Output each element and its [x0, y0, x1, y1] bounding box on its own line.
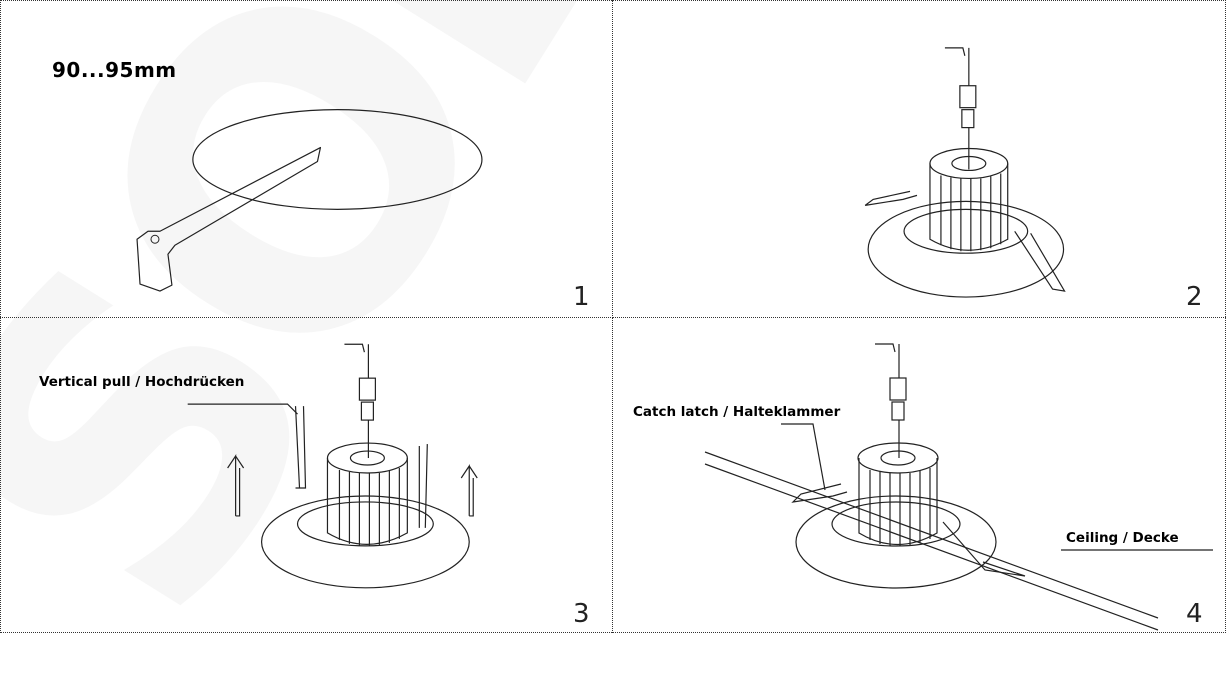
ceiling-label: Ceiling / Decke [1066, 530, 1179, 546]
downlight-in-ceiling-drawing [704, 343, 1213, 631]
connector [959, 85, 977, 109]
installation-diagram: SOL 90...95mm 1 [0, 0, 1226, 633]
ceiling-hole [192, 109, 483, 210]
heatsink-top [929, 147, 1009, 180]
spring-left-up [294, 406, 307, 489]
cable [944, 47, 970, 86]
saw-hole [150, 234, 160, 244]
heatsink-fins [869, 468, 931, 546]
downlight-springs-up-drawing [187, 343, 478, 589]
arrow-up-left [227, 454, 245, 517]
panel-step-2: 2 [613, 0, 1226, 318]
panel-step-4: Catch latch / Halteklammer Ceiling / Dec… [613, 318, 1226, 633]
panel-step-3: Vertical pull / Hochdrücken 3 [0, 318, 613, 633]
catch-latch-right [942, 521, 1026, 577]
catch-latch-label: Catch latch / Halteklammer [633, 404, 841, 420]
heatsink-body [929, 163, 1009, 251]
vertical-pull-label: Vertical pull / Hochdrücken [39, 374, 245, 390]
latch-leader [781, 423, 826, 491]
trim-ring [260, 495, 470, 589]
connector-lower [961, 109, 975, 129]
trim-ring [795, 495, 997, 589]
trim-ring [867, 200, 1065, 298]
ceiling-board-bottom [704, 463, 1159, 631]
panel-step-1: 90...95mm 1 [0, 0, 613, 318]
hole-diameter-label: 90...95mm [52, 58, 177, 82]
arrow-up-right [460, 464, 478, 517]
keyhole-saw [136, 146, 322, 292]
catch-latch-left [791, 483, 848, 503]
step-number: 4 [1186, 599, 1203, 629]
spring-right-up [418, 444, 428, 528]
heatsink-fins [338, 468, 400, 546]
step-number: 1 [573, 282, 590, 312]
spring-clip-right [1014, 230, 1066, 292]
heatsink-bore [951, 155, 987, 172]
step-number: 2 [1186, 282, 1203, 312]
heatsink-fins [940, 173, 1002, 252]
label-leader [187, 403, 298, 415]
step-number: 3 [573, 599, 590, 629]
downlight-drawing [864, 47, 1066, 298]
saw-cutting-hole-drawing [136, 109, 483, 292]
ceiling-board-top [704, 451, 1159, 619]
trim-inner [903, 208, 1029, 254]
spring-clip-left [864, 190, 918, 206]
